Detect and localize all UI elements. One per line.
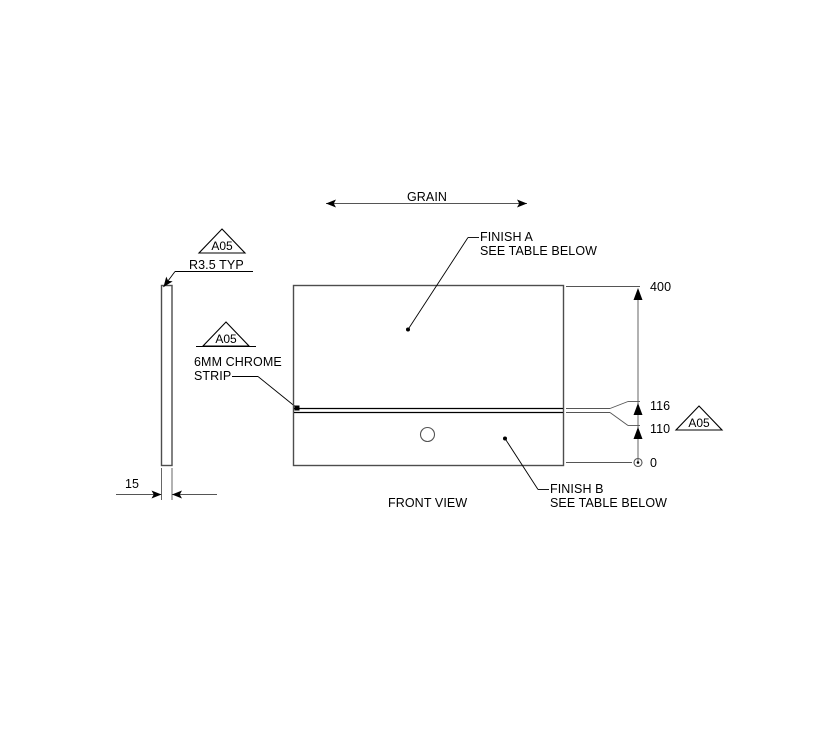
handle-hole-circle <box>419 426 436 443</box>
ordinate-value-116: 116 <box>650 399 670 413</box>
finish-b-note-group: FINISH B SEE TABLE BELOW <box>503 436 667 510</box>
chrome-leader-line <box>257 376 298 409</box>
ordinate-value-0: 0 <box>650 456 657 470</box>
finish-a-leader-line <box>407 237 469 330</box>
side-edge-view <box>160 284 173 467</box>
thickness-dimension-group: 15 <box>116 468 217 500</box>
chrome-note-line2: STRIP <box>194 369 231 383</box>
ordinate-value-400: 400 <box>650 280 671 294</box>
chrome-strip-note-group: A05 6MM CHROME STRIP <box>194 321 300 411</box>
flag-triangle-chrome <box>201 321 251 347</box>
finish-b-line1: FINISH B <box>550 482 604 496</box>
ordinate-value-110: 110 <box>650 422 670 436</box>
finish-a-note-group: FINISH A SEE TABLE BELOW <box>406 230 597 332</box>
radius-leader-arrow <box>163 271 176 288</box>
datum-origin-dot <box>636 461 640 464</box>
grain-direction-indicator: GRAIN <box>326 190 527 208</box>
flag-label-chrome: A05 <box>215 332 237 346</box>
chrome-note-line1: 6MM CHROME <box>194 355 282 369</box>
finish-a-line1: FINISH A <box>480 230 533 244</box>
ordinate-ext-110-jog <box>609 412 629 426</box>
ordinate-arrow-116 <box>633 403 643 415</box>
flag-triangle-radius <box>197 228 247 254</box>
ordinate-dimension-group: 400 116 110 0 A05 <box>566 280 724 470</box>
panel-outline <box>292 284 565 467</box>
finish-b-line2: SEE TABLE BELOW <box>550 496 667 510</box>
thickness-dim-value: 15 <box>125 477 139 491</box>
radius-note-label: R3.5 TYP <box>189 258 244 272</box>
flag-label-ordinate: A05 <box>688 416 710 430</box>
side-view-profile <box>160 284 173 467</box>
finish-b-leader-line <box>504 438 539 490</box>
datum-origin-circle <box>633 457 643 468</box>
ordinate-arrow-400 <box>633 288 643 300</box>
grain-label: GRAIN <box>407 190 447 204</box>
front-view-title: FRONT VIEW <box>388 496 467 510</box>
flag-triangle-ordinate <box>674 405 724 431</box>
finish-a-line2: SEE TABLE BELOW <box>480 244 597 258</box>
radius-note-group: R3.5 TYP A05 <box>163 228 253 288</box>
ordinate-arrow-110 <box>633 427 643 439</box>
front-view-panel <box>292 284 565 467</box>
ordinate-ext-116-jog <box>609 401 629 409</box>
flag-label-radius: A05 <box>211 239 233 253</box>
